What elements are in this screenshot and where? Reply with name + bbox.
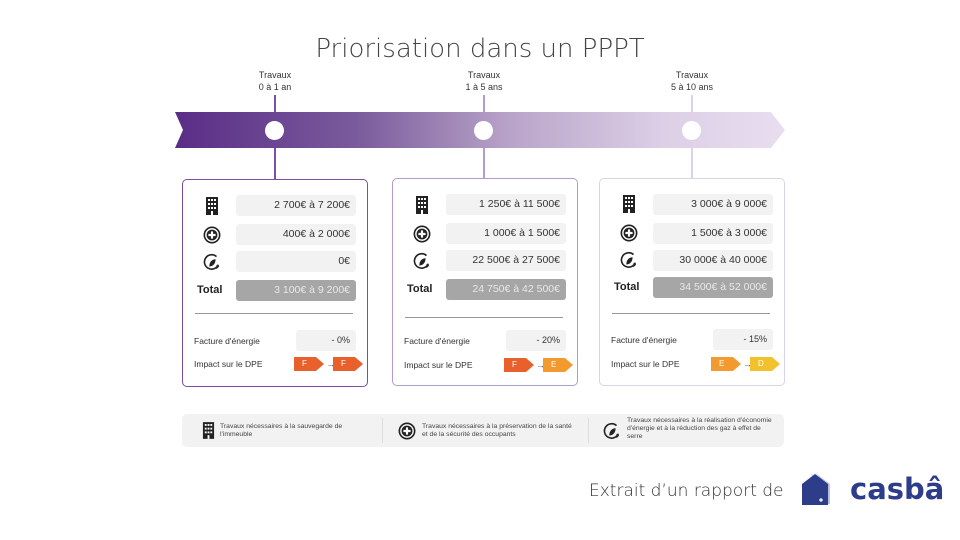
dpe-to-badge: D (750, 357, 780, 371)
total-label: Total (407, 283, 433, 295)
legend-text-sante: Travaux nécessaires à la préservation de… (422, 423, 572, 438)
sauvegarde-value: 1 250€ à 11 500€ (446, 194, 566, 215)
facture-value: - 20% (506, 330, 566, 351)
legend-separator (382, 418, 383, 443)
arrow-icon: → (743, 359, 752, 369)
card-0-1-year: 2 700€ à 7 200€ 400€ à 2 000€ 0€ Total 3… (182, 179, 368, 387)
legend-separator (588, 418, 589, 443)
card-1-5-years: 1 250€ à 11 500€ 1 000€ à 1 500€ 22 500€… (392, 178, 578, 386)
facture-value: - 0% (296, 330, 356, 351)
dpe-from-badge: E (711, 357, 741, 371)
health-cross-icon (620, 224, 638, 242)
building-icon (620, 195, 638, 213)
casba-house-logo-icon (802, 470, 836, 511)
total-label: Total (614, 281, 640, 293)
dpe-from-badge: F (504, 358, 534, 372)
brand-logo: casbâ (850, 472, 945, 506)
energie-value: 30 000€ à 40 000€ (653, 250, 773, 271)
total-value: 24 750€ à 42 500€ (446, 279, 566, 300)
credit-text: Extrait d’un rapport de (589, 481, 784, 501)
building-icon (203, 197, 221, 215)
page-title: Priorisation dans un PPPT (315, 34, 645, 64)
total-value: 34 500€ à 52 000€ (653, 277, 773, 298)
sante-value: 1 500€ à 3 000€ (653, 223, 773, 244)
divider (195, 313, 353, 314)
health-cross-icon (413, 225, 431, 243)
legend-text-energie: Travaux nécessaires à la réalisation d'é… (627, 417, 772, 440)
label-line: Travaux (258, 70, 292, 80)
facture-label: Facture d'énergie (611, 335, 677, 345)
legend-text-sauvegarde: Travaux nécessaires à la sauvegarde de l… (220, 423, 343, 438)
label-line: 1 à 5 ans (465, 82, 503, 92)
timeline-label-3: Travaux 5 à 10 ans (642, 69, 742, 93)
sante-value: 400€ à 2 000€ (236, 224, 356, 245)
building-icon (199, 421, 217, 439)
sauvegarde-value: 2 700€ à 7 200€ (236, 195, 356, 216)
sauvegarde-value: 3 000€ à 9 000€ (653, 194, 773, 215)
timeline-dot (682, 121, 701, 140)
energy-leaf-icon (203, 253, 221, 271)
facture-value: - 15% (713, 329, 773, 350)
total-label: Total (197, 284, 223, 296)
energy-leaf-icon (620, 251, 638, 269)
facture-label: Facture d'énergie (404, 336, 470, 346)
building-icon (413, 196, 431, 214)
divider (612, 313, 770, 314)
energie-value: 22 500€ à 27 500€ (446, 250, 566, 271)
dpe-from-badge: F (294, 357, 324, 371)
timeline-label-1: Travaux 0 à 1 an (225, 69, 325, 93)
timeline-dot (265, 121, 284, 140)
dpe-to-badge: F (333, 357, 363, 371)
dpe-to-badge: E (543, 358, 573, 372)
label-line: Travaux (675, 70, 709, 80)
health-cross-icon (398, 422, 416, 440)
facture-label: Facture d'énergie (194, 336, 260, 346)
timeline-dot (474, 121, 493, 140)
dpe-label: Impact sur le DPE (194, 359, 263, 369)
divider (405, 317, 563, 318)
card-5-10-years: 3 000€ à 9 000€ 1 500€ à 3 000€ 30 000€ … (599, 178, 785, 386)
total-value: 3 100€ à 9 200€ (236, 280, 356, 301)
timeline-label-2: Travaux 1 à 5 ans (434, 69, 534, 93)
dpe-label: Impact sur le DPE (611, 359, 680, 369)
health-cross-icon (203, 226, 221, 244)
arrow-icon: → (326, 359, 335, 369)
label-line: 0 à 1 an (258, 82, 292, 92)
energy-leaf-icon (413, 252, 431, 270)
label-line: 5 à 10 ans (670, 82, 714, 92)
sante-value: 1 000€ à 1 500€ (446, 223, 566, 244)
dpe-label: Impact sur le DPE (404, 360, 473, 370)
legend: Travaux nécessaires à la sauvegarde de l… (182, 414, 784, 447)
arrow-icon: → (536, 360, 545, 370)
label-line: Travaux (467, 70, 501, 80)
energy-leaf-icon (603, 422, 621, 440)
energie-value: 0€ (236, 251, 356, 272)
